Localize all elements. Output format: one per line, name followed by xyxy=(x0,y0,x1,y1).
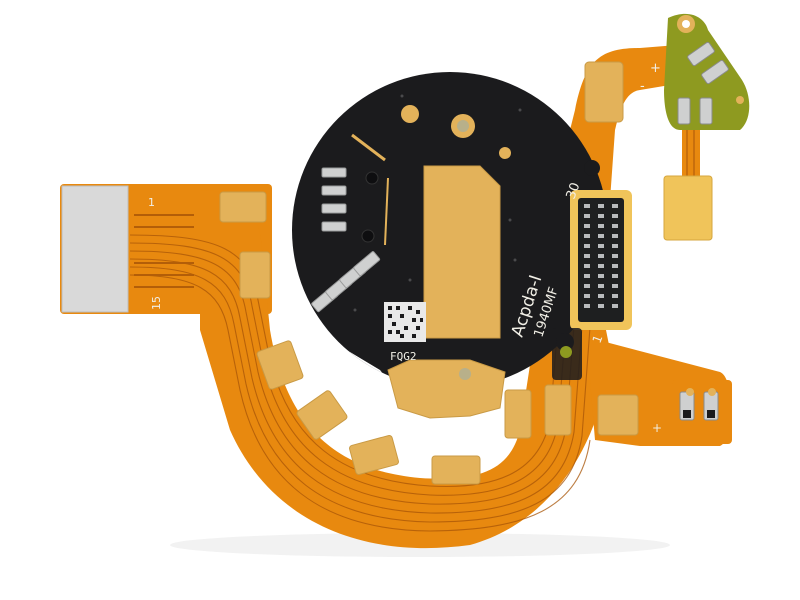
pcb-gold-tab xyxy=(387,359,506,419)
tail-stiffener xyxy=(663,175,713,241)
board-code-label: FQG2 xyxy=(390,350,417,363)
flex-pad xyxy=(504,389,532,439)
top-plus-label: + xyxy=(650,61,661,76)
pin-label-1: 1 xyxy=(148,196,155,209)
board-connector xyxy=(570,190,632,330)
pin-label-30: 30 xyxy=(564,181,584,202)
data-matrix-code xyxy=(384,302,426,342)
top-minus-label: - xyxy=(640,79,645,94)
sensor-tail xyxy=(682,130,700,180)
pin-label-15: 15 xyxy=(150,296,163,310)
left-tape-connector xyxy=(61,185,129,313)
flex-pad xyxy=(239,251,271,299)
pcb-via-pad xyxy=(499,147,511,159)
flex-pad xyxy=(219,191,267,223)
right-arm-components xyxy=(672,380,732,444)
pcb-via-pad xyxy=(401,105,419,123)
flex-pad xyxy=(349,434,399,476)
pcb-gold-pad xyxy=(423,165,501,339)
right-plus-label: + xyxy=(652,421,662,435)
flex-pad xyxy=(544,384,572,436)
pin-label-1-connector: 1 xyxy=(590,333,606,345)
flex-pad xyxy=(431,455,481,485)
curved-band xyxy=(200,190,610,549)
flex-pad xyxy=(597,394,639,436)
connector-pins xyxy=(134,214,194,288)
flex-pad xyxy=(584,61,624,123)
flex-pad xyxy=(296,390,348,440)
flex-pad xyxy=(256,340,304,390)
sensor-board xyxy=(664,13,750,130)
